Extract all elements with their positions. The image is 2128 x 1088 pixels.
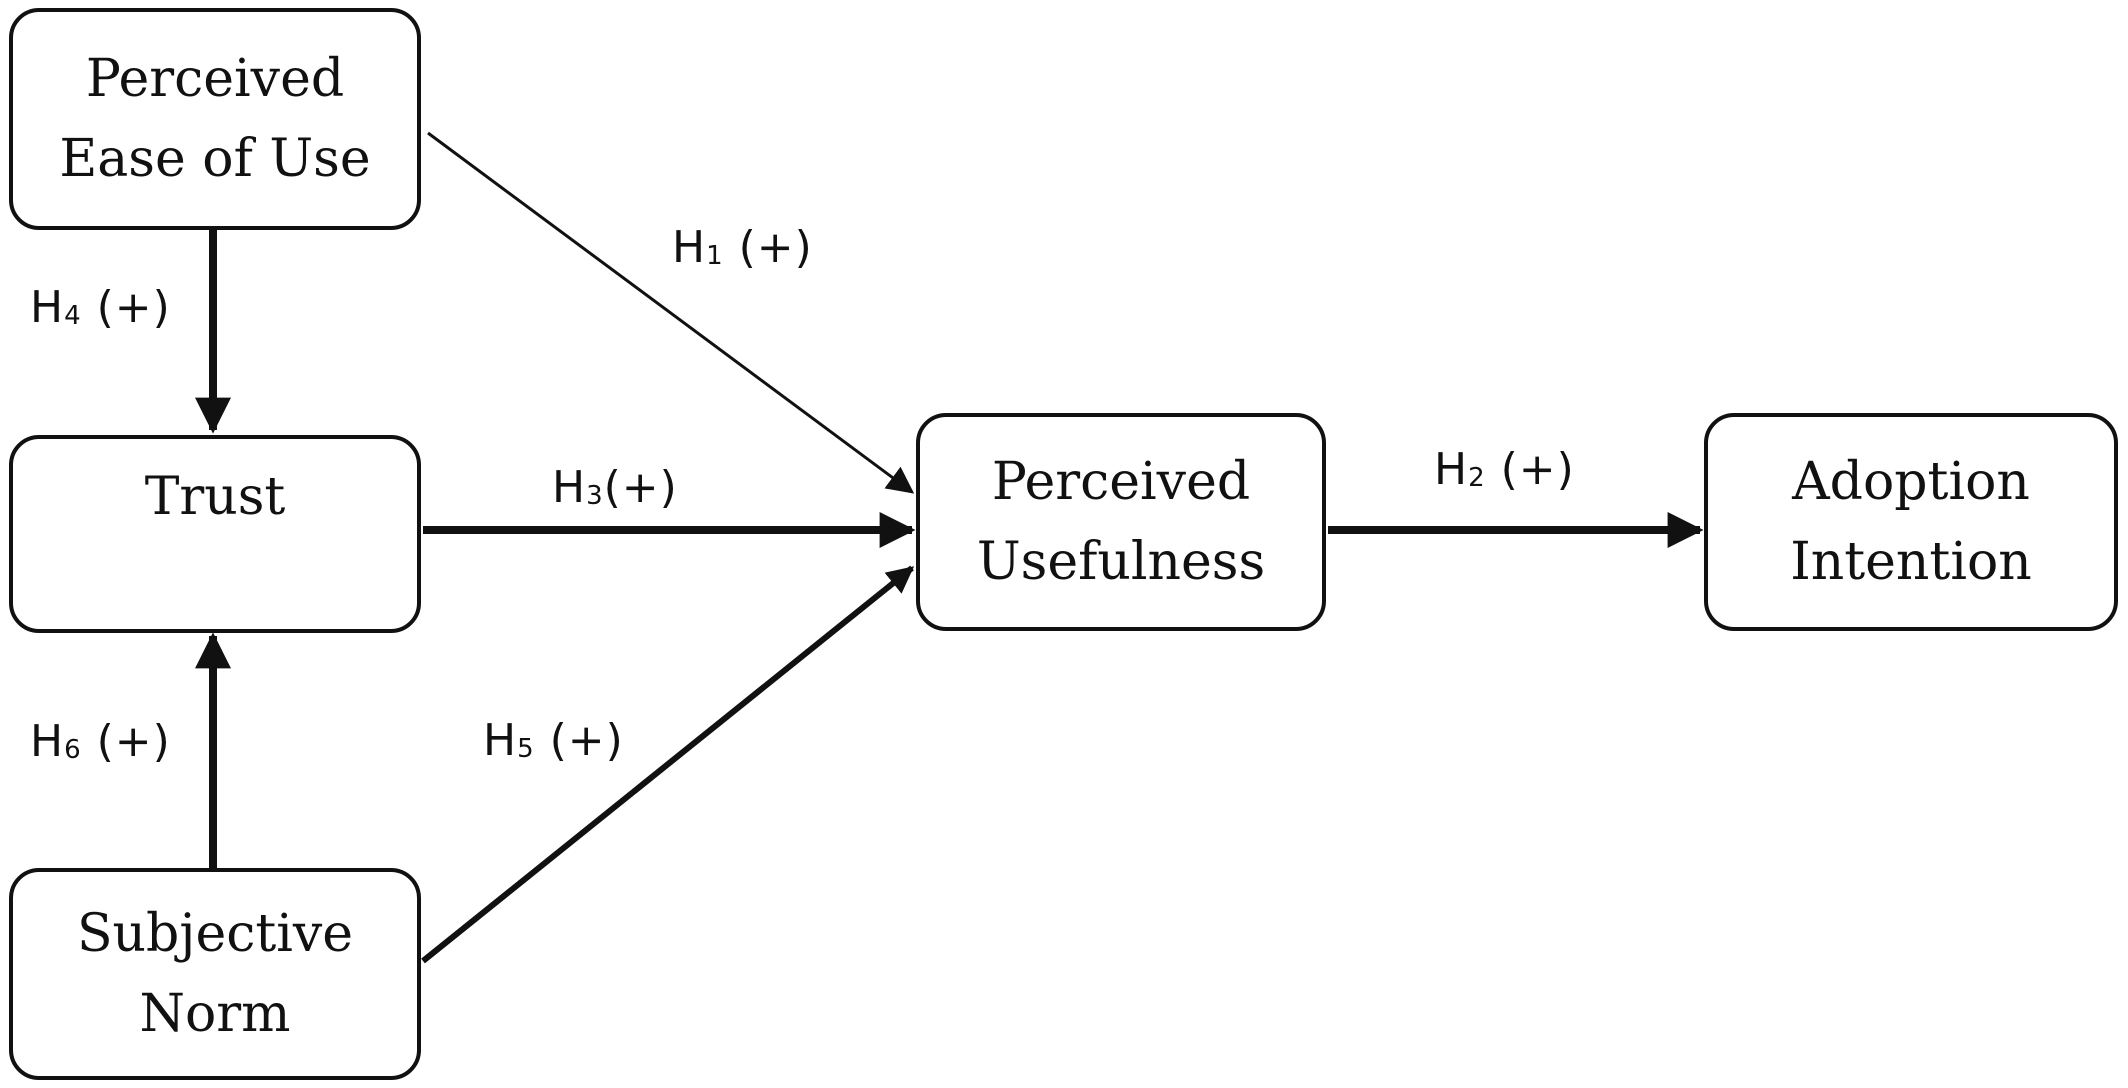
perceived-ease-of-use-box: Perceived Ease of Use (9, 8, 421, 230)
trust-box: Trust (9, 435, 421, 633)
hypothesis-label-h1: H1 (+) (672, 222, 813, 273)
arrow-sn-to-pu (421, 565, 915, 964)
subjective-norm-line1: Subjective (76, 904, 354, 964)
perceived-usefulness-line1: Perceived (991, 452, 1251, 512)
adoption-intention-line2: Intention (1790, 532, 2032, 592)
hypothesis-label-h5: H5 (+) (483, 715, 624, 766)
subjective-norm-box: Subjective Norm (9, 868, 421, 1080)
adoption-intention-box: Adoption Intention (1704, 413, 2118, 631)
perceived-usefulness-line2: Usefulness (976, 532, 1266, 592)
hypothesis-label-h2: H2 (+) (1434, 444, 1575, 495)
trust-label: Trust (144, 467, 286, 527)
hypothesis-label-h4: H4 (+) (30, 282, 171, 333)
hypothesis-label-h6: H6 (+) (30, 716, 171, 767)
hypothesis-label-h3: H3(+) (552, 462, 678, 513)
perceived-ease-of-use-line1: Perceived (85, 49, 345, 109)
adoption-intention-line1: Adoption (1792, 452, 2030, 512)
perceived-ease-of-use-line2: Ease of Use (59, 129, 371, 189)
arrow-peou-to-pu (427, 131, 915, 494)
perceived-usefulness-box: Perceived Usefulness (916, 413, 1326, 631)
subjective-norm-line2: Norm (139, 984, 291, 1044)
